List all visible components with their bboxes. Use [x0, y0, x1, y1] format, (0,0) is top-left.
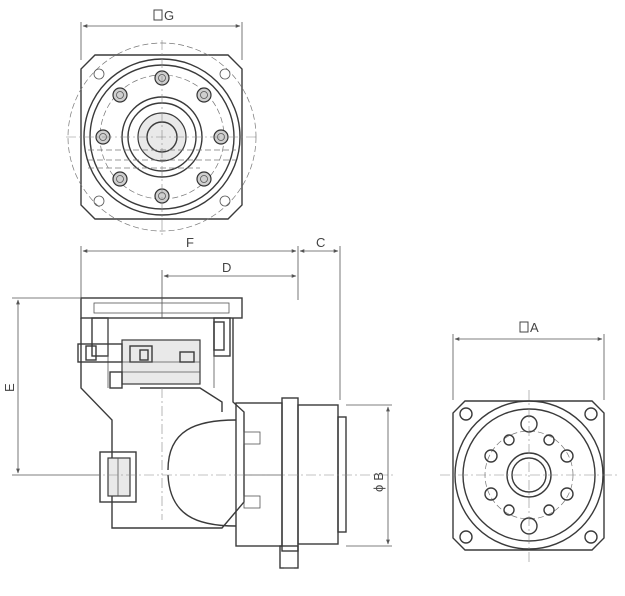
- label-d: D: [222, 260, 231, 275]
- side-view: F C D E: [2, 235, 395, 569]
- top-bolt-ring: [95, 70, 229, 204]
- label-b: ϕB: [371, 472, 386, 492]
- dimension-a: A: [452, 320, 605, 400]
- label-f: F: [186, 235, 194, 250]
- top-view: G: [66, 8, 258, 236]
- front-flange: [452, 400, 605, 551]
- top-flange: [80, 54, 243, 220]
- dimension-e: E: [2, 297, 100, 476]
- label-e: E: [2, 383, 17, 392]
- dimension-d: D: [161, 260, 297, 300]
- side-output-flange: [235, 397, 347, 569]
- label-a: A: [530, 320, 539, 335]
- dimension-c: C: [299, 235, 341, 400]
- dimension-g: G: [80, 8, 243, 60]
- side-top-flange: [80, 297, 243, 319]
- label-g: G: [164, 8, 174, 23]
- label-c: C: [316, 235, 325, 250]
- front-view: A: [440, 320, 618, 562]
- dimension-f: F: [80, 235, 299, 300]
- dimension-b: ϕB: [346, 404, 392, 547]
